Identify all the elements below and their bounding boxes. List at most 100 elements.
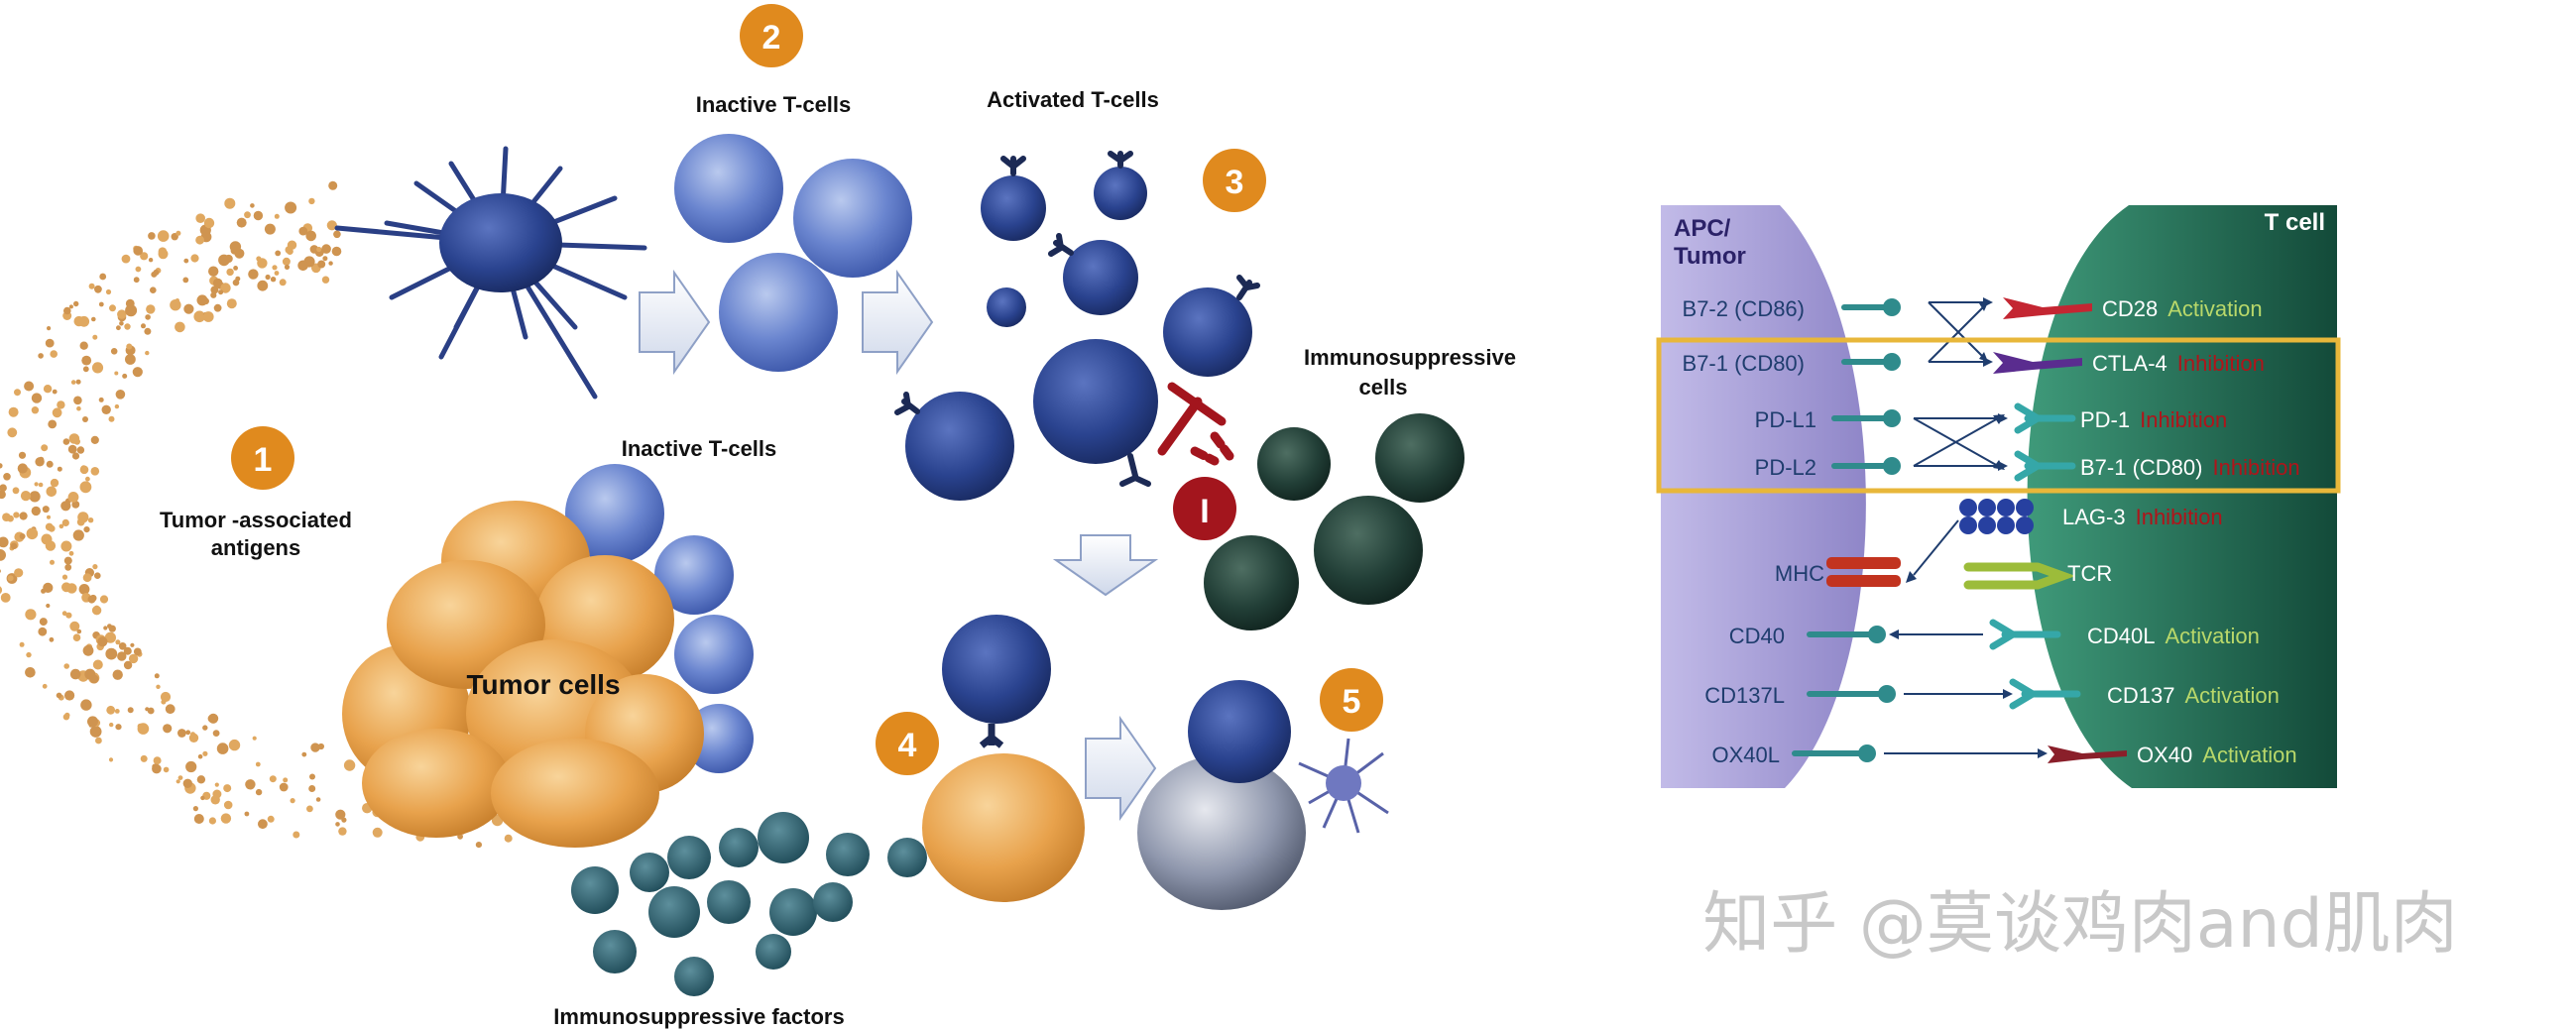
antigen-particle — [10, 542, 18, 549]
antigen-particle — [335, 809, 346, 820]
immunosuppressive-factors — [571, 812, 927, 996]
antigen-particle — [60, 540, 72, 552]
antigen-particle — [279, 279, 287, 286]
antigen-particle — [38, 482, 44, 488]
ligand-stalks — [1792, 298, 1901, 762]
antigen-particle — [185, 760, 197, 773]
activated-tcells — [894, 151, 1260, 501]
antigen-particle — [141, 323, 146, 329]
antigen-particle — [98, 397, 104, 402]
antigen-particle — [133, 277, 140, 284]
antigen-particle — [91, 316, 96, 322]
antigen-particle — [298, 226, 308, 236]
antigen-particle — [212, 789, 222, 799]
antigen-particle — [135, 266, 142, 273]
antigen-particle — [68, 550, 74, 556]
antigen-particle — [122, 373, 128, 379]
arrow-to-activated — [862, 269, 934, 376]
ligand-label: B7-2 (CD86) — [1683, 296, 1805, 321]
antigen-particle — [343, 759, 356, 771]
antigen-particle — [255, 761, 261, 767]
antigen-particle — [68, 433, 80, 444]
antigen-particle — [43, 385, 53, 394]
antigen-particle — [182, 277, 189, 284]
receptor-label: TCR — [2067, 561, 2112, 586]
antigen-particle — [105, 288, 112, 295]
antigen-particle — [89, 726, 102, 738]
tumor-antigens-label: Tumor -associated — [160, 508, 352, 532]
antigen-particle — [220, 283, 231, 293]
tumor-cells — [342, 464, 754, 848]
antigen-particle — [475, 842, 482, 849]
antigen-particle — [19, 641, 25, 647]
antigen-particle — [202, 750, 208, 756]
antigen-particle — [223, 800, 233, 810]
antigen-particle — [45, 338, 55, 348]
ligand-label: B7-1 (CD80) — [1683, 351, 1805, 376]
antigen-particle — [152, 763, 159, 770]
antigen-particle — [50, 350, 58, 358]
antigen-particle — [90, 435, 99, 444]
antigen-particle — [285, 201, 297, 214]
interaction-arrows — [1884, 297, 2048, 758]
antigen-particle — [14, 568, 24, 578]
antigen-particle — [83, 526, 90, 533]
antigen-particle — [61, 582, 71, 593]
antigen-particle — [124, 354, 136, 365]
antigen-particle — [31, 406, 40, 414]
antigen-particle — [110, 348, 118, 355]
antigen-particle — [7, 575, 14, 582]
antigen-particle — [148, 258, 154, 263]
antigen-particle — [46, 486, 58, 498]
inactive-tcells-top — [674, 134, 912, 372]
antigen-particle — [42, 683, 48, 689]
antigen-particle — [92, 564, 98, 570]
antigen-particle — [0, 484, 7, 492]
svg-text:1: 1 — [254, 441, 273, 479]
antigen-particle — [233, 266, 239, 271]
antigen-particle — [121, 254, 131, 264]
ligand-label: OX40L — [1712, 743, 1781, 767]
antigen-particle — [308, 785, 316, 792]
antigen-particle — [76, 629, 82, 634]
antigen-particle — [0, 569, 1, 573]
antigen-particle — [265, 274, 271, 281]
antigen-particle — [140, 252, 149, 261]
apc-title: APC/ — [1674, 215, 1731, 242]
antigen-particle — [73, 396, 82, 405]
antigen-particle — [59, 523, 64, 529]
antigen-particle — [279, 782, 289, 792]
antigen-particle — [290, 798, 295, 804]
antigen-particle — [76, 405, 81, 411]
antigen-particle — [52, 407, 62, 418]
antigen-particle — [99, 273, 107, 281]
antigen-particle — [65, 612, 72, 619]
antigen-particle — [19, 533, 26, 539]
right-panel: APC/ Tumor T cell — [1656, 205, 2341, 788]
immunosuppressive-cells-label-2: cells — [1359, 375, 1408, 400]
antigen-particle — [7, 427, 18, 438]
antigen-particle — [144, 327, 152, 335]
antigen-particle — [61, 574, 68, 580]
antigen-particle — [125, 304, 138, 317]
antigen-particle — [321, 244, 331, 254]
antigen-particle — [94, 572, 101, 579]
antigen-particle — [103, 626, 108, 630]
antigen-particle — [8, 406, 19, 417]
antigen-particle — [89, 674, 99, 684]
antigen-particle — [335, 822, 340, 827]
antigen-particle — [46, 603, 51, 609]
effect-label: Inhibition — [2136, 505, 2223, 529]
antigen-particle — [24, 381, 35, 392]
antigen-particle — [62, 438, 70, 445]
antigen-particle — [73, 315, 84, 327]
antigen-particle — [63, 663, 69, 669]
antigen-particle — [328, 180, 338, 190]
antigen-particle — [52, 389, 58, 395]
antigen-particle — [114, 709, 120, 714]
antigen-particle — [328, 261, 333, 266]
antigen-particle — [18, 451, 27, 459]
apc-membrane — [1661, 205, 1866, 788]
antigen-particle — [316, 246, 322, 253]
